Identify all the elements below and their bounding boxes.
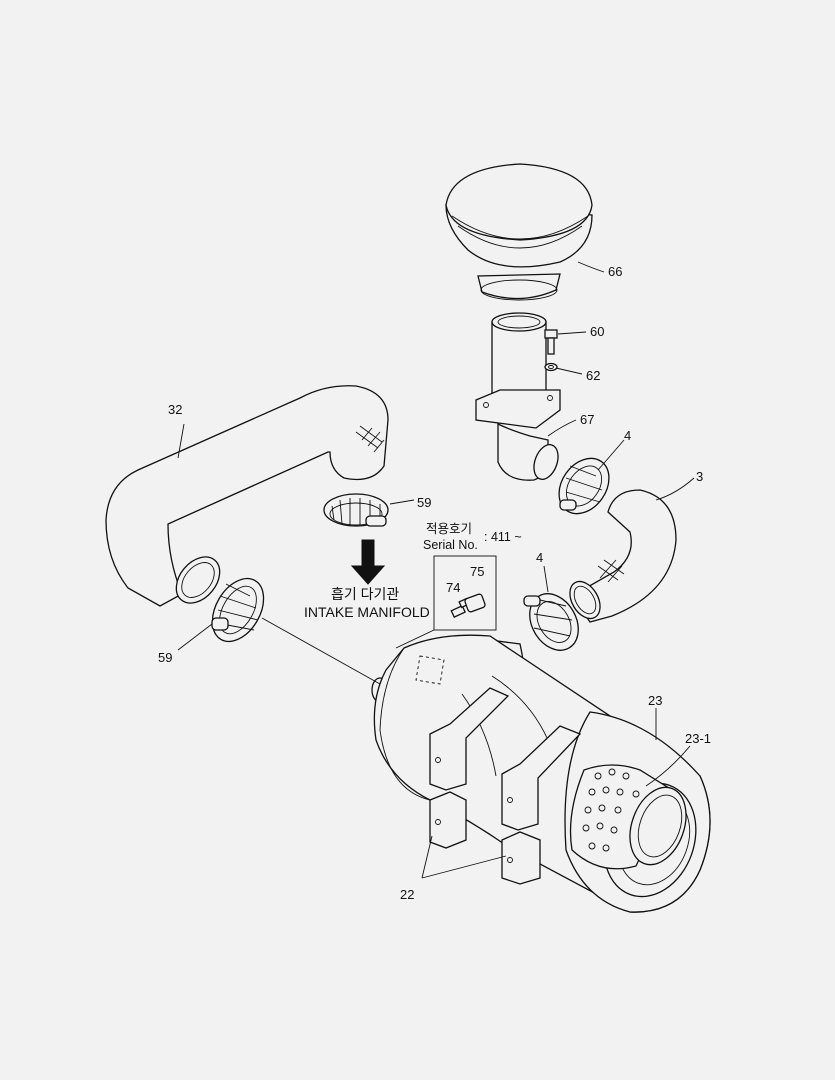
part-60-bolt (544, 329, 558, 355)
part-labels: 66 60 62 67 4 3 32 59 59 4 75 74 23 23-1… (158, 264, 711, 902)
part-32-intake-pipe (105, 385, 389, 607)
intake-manifold-ko: 흡기 다기관 (331, 586, 399, 602)
label-75: 75 (470, 564, 484, 579)
part-22-bracket-left (429, 687, 510, 849)
label-23-1: 23-1 (685, 731, 711, 746)
intake-manifold-arrow (350, 539, 386, 585)
label-74: 74 (446, 580, 460, 595)
label-4-upper: 4 (624, 428, 631, 443)
label-23: 23 (648, 693, 662, 708)
label-32: 32 (168, 402, 182, 417)
serial-range: : 411 ~ (484, 530, 522, 544)
leader-lines (177, 261, 695, 879)
label-60: 60 (590, 324, 604, 339)
label-3: 3 (696, 469, 703, 484)
intake-manifold-en: INTAKE MANIFOLD (304, 604, 430, 620)
notes: 적용호기 Serial No. : 411 ~ 흡기 다기관 INTAKE MA… (304, 522, 522, 620)
part-75-cap (464, 593, 486, 613)
part-66-precleaner-cap (445, 163, 593, 301)
label-22: 22 (400, 887, 414, 902)
serial-detail-box (395, 555, 497, 649)
applied-model-note: 적용호기 (426, 522, 472, 536)
part-67-elbow-tube (475, 312, 561, 481)
label-67: 67 (580, 412, 594, 427)
part-22-bracket-right (501, 725, 582, 885)
part-4-clamp-upper (558, 457, 610, 515)
part-23-1-perforated-tube (569, 764, 687, 870)
label-66: 66 (608, 264, 622, 279)
label-59-lower: 59 (158, 650, 172, 665)
label-4-lower: 4 (536, 550, 543, 565)
part-59-clamp-upper (323, 493, 389, 527)
part-62-washer (544, 362, 558, 372)
label-59-upper: 59 (417, 495, 431, 510)
part-3-hose (569, 489, 677, 623)
serial-no-label: Serial No. (423, 538, 478, 552)
label-62: 62 (586, 368, 600, 383)
part-4-clamp-lower (523, 593, 579, 651)
